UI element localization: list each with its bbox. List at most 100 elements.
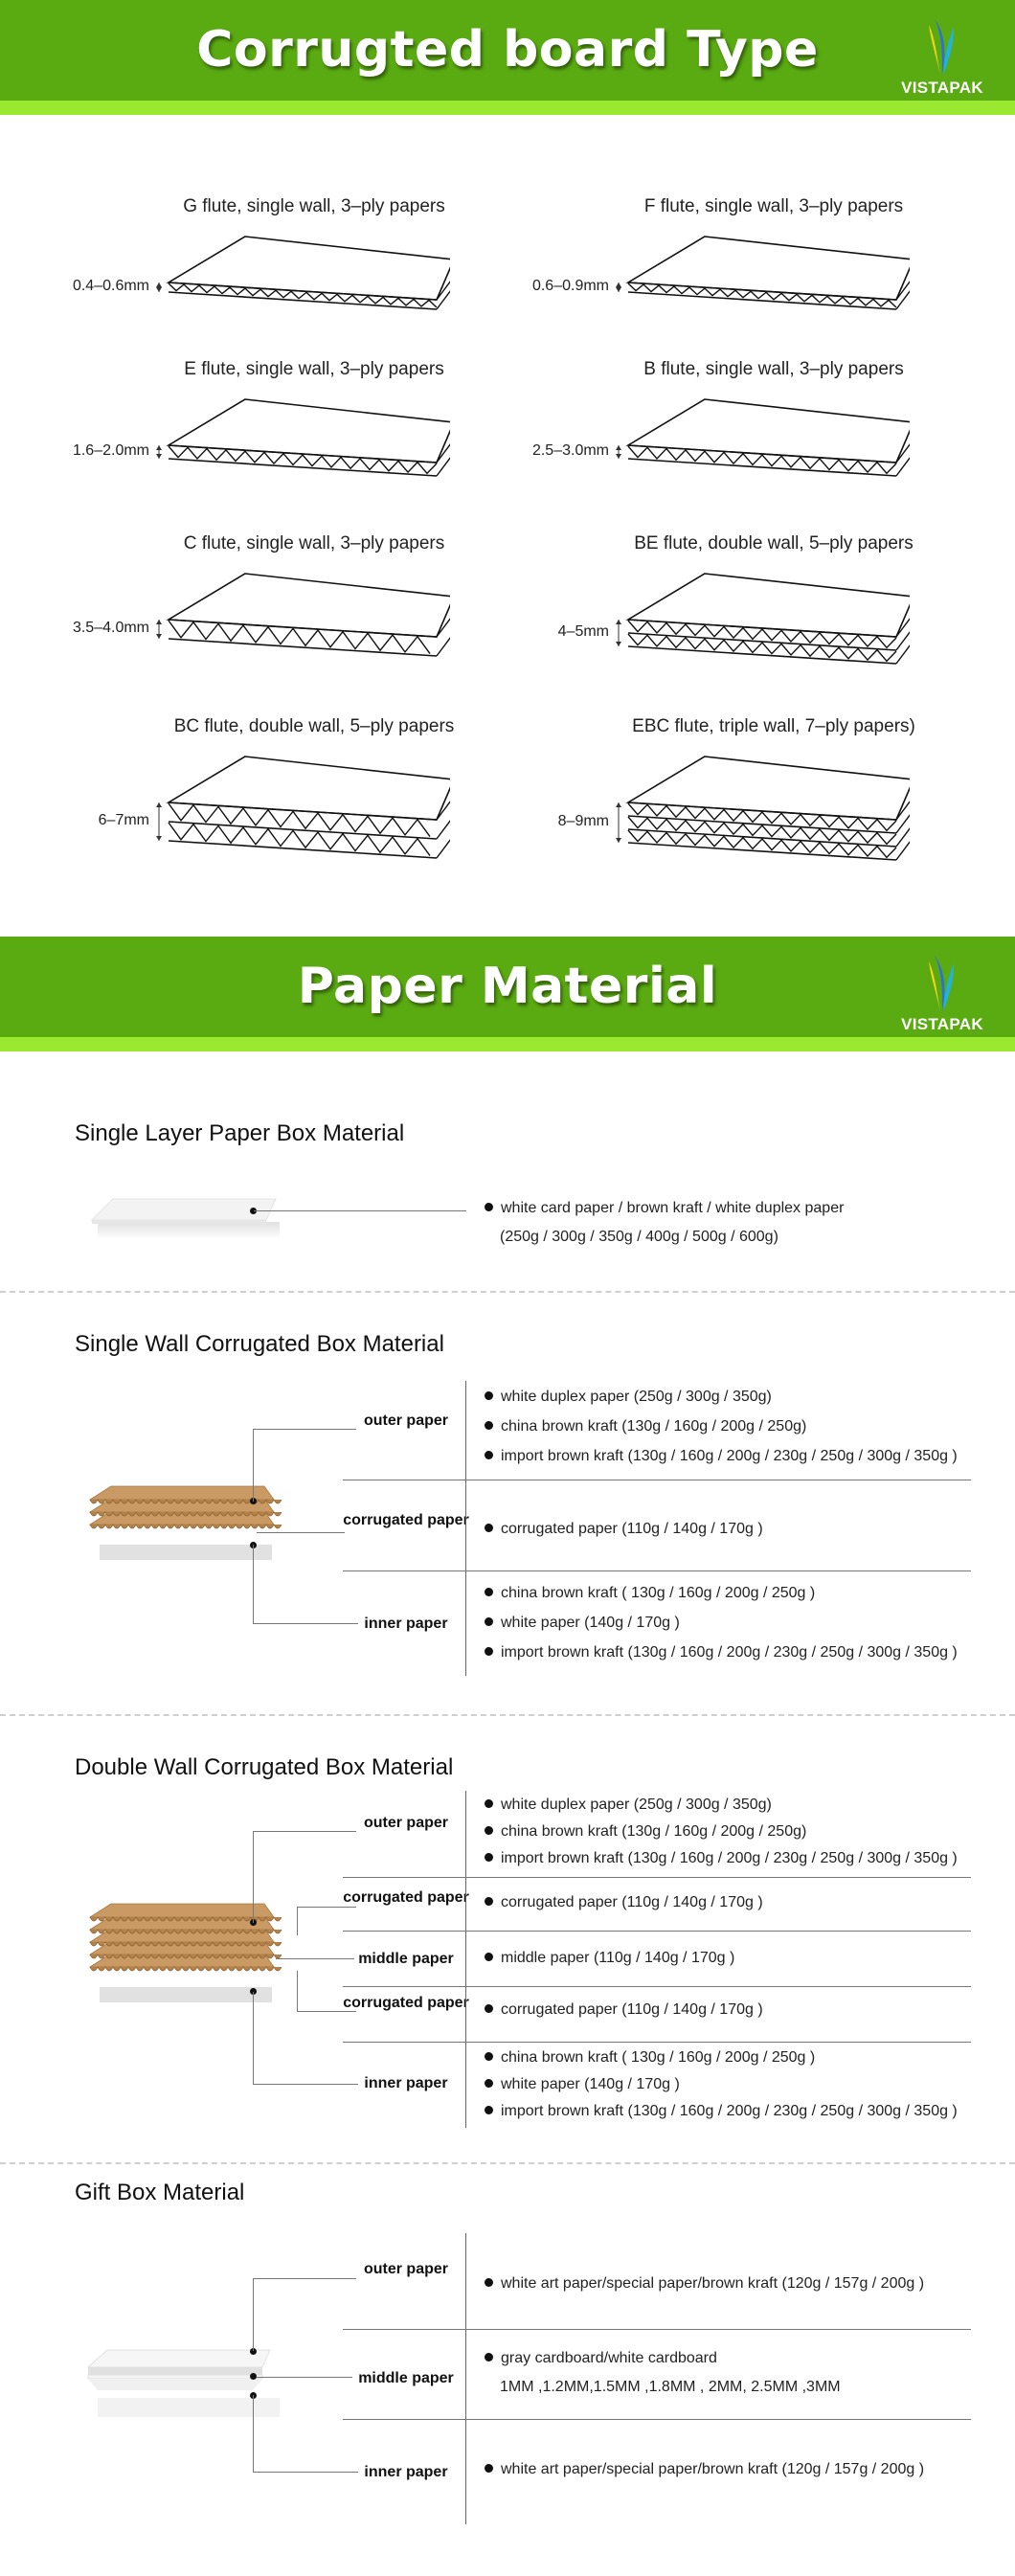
flute-board-drawing: [616, 398, 910, 477]
flute-label: F flute, single wall, 3–ply papers: [643, 196, 904, 216]
flute-thickness: 2.5–3.0mm: [531, 442, 609, 459]
flute-label: BC flute, double wall, 5–ply papers: [173, 716, 455, 736]
vistapak-logo-icon: [929, 19, 954, 75]
material-bullet: china brown kraft (130g / 160g / 200g / …: [485, 1823, 806, 1841]
table-vertical-line: [465, 1791, 466, 2128]
corrugated-paper-label: corrugated paper: [343, 1889, 469, 1906]
banner-stripe: [0, 1037, 1015, 1051]
table-row-line: [343, 1931, 971, 1932]
layer-dot: [250, 1208, 257, 1214]
material-bullet: corrugated paper (110g / 140g / 170g ): [485, 1521, 763, 1538]
table-row-line: [343, 1877, 971, 1878]
middle-paper-label: middle paper: [358, 2370, 454, 2386]
flute-thickness: 3.5–4.0mm: [72, 620, 149, 636]
header-banner-paper: Paper Material VISTAPAK: [0, 937, 1015, 1051]
table-vertical-line: [465, 2233, 466, 2524]
vistapak-logo-icon: [929, 956, 954, 1011]
leader-line: [253, 2395, 254, 2472]
corrugated-paper-label: corrugated paper: [343, 1995, 469, 2011]
leader-line: [253, 1992, 254, 2084]
table-row-line: [343, 1570, 971, 1571]
leader-line: [253, 2278, 254, 2351]
flute-board-drawing: [156, 398, 450, 477]
outer-paper-label: outer paper: [363, 2261, 448, 2277]
layer-dot: [250, 2373, 257, 2380]
flute-thickness: 0.6–0.9mm: [531, 278, 609, 294]
material-bullet: import brown kraft (130g / 160g / 200g /…: [485, 1448, 958, 1465]
middle-sizes: 1MM ,1.2MM,1.5MM ,1.8MM , 2MM, 2.5MM ,3M…: [500, 2379, 841, 2395]
material-bullet: white art paper/special paper/brown kraf…: [485, 2275, 924, 2293]
flute-label: E flute, single wall, 3–ply papers: [184, 359, 444, 379]
flute-thickness: 6–7mm: [98, 812, 149, 828]
leader-line: [297, 1907, 298, 1935]
white-board-image: [90, 1198, 280, 1239]
leader-line: [297, 1971, 298, 2011]
single-layer-title: Single Layer Paper Box Material: [75, 1120, 405, 1146]
single-wall-board-image: [88, 1485, 282, 1560]
flute-label: G flute, single wall, 3–ply papers: [183, 196, 445, 216]
single-layer-weights: (250g / 300g / 350g / 400g / 500g / 600g…: [500, 1229, 778, 1245]
material-bullet: import brown kraft (130g / 160g / 200g /…: [485, 1644, 958, 1661]
material-bullet: middle paper (110g / 140g / 170g ): [485, 1950, 734, 1967]
material-bullet: white art paper/special paper/brown kraf…: [485, 2461, 924, 2478]
flute-label: EBC flute, triple wall, 7–ply papers): [632, 716, 915, 736]
flute-label: BE flute, double wall, 5–ply papers: [634, 533, 914, 554]
gift-board-image: [86, 2349, 280, 2417]
leader-line: [257, 2377, 352, 2378]
material-bullet: white paper (140g / 170g ): [485, 2076, 680, 2093]
leader-line: [253, 1831, 254, 1923]
flute-thickness: 0.4–0.6mm: [72, 278, 149, 294]
table-row-line: [343, 2042, 971, 2043]
table-row-line: [343, 1986, 971, 1987]
banner-title: Corrugted board Type: [196, 21, 819, 79]
material-bullet: import brown kraft (130g / 160g / 200g /…: [485, 2103, 958, 2120]
double-wall-title: Double Wall Corrugated Box Material: [75, 1754, 454, 1780]
material-bullet: white paper (140g / 170g ): [485, 1615, 680, 1632]
single-layer-materials: white card paper / brown kraft / white d…: [485, 1200, 844, 1217]
material-bullet: corrugated paper (110g / 140g / 170g ): [485, 2001, 763, 2019]
leader-line: [276, 1958, 354, 1959]
logo-text: VISTAPAK: [901, 79, 983, 97]
material-bullet: corrugated paper (110g / 140g / 170g ): [485, 1894, 763, 1911]
flute-thickness: 4–5mm: [557, 623, 609, 640]
material-bullet: gray cardboard/white cardboard: [485, 2350, 717, 2367]
flute-board-drawing: [156, 756, 450, 859]
table-vertical-line: [465, 1381, 466, 1676]
leader-line: [253, 2084, 358, 2085]
section-divider: [0, 1714, 1015, 1716]
section-divider: [0, 1291, 1015, 1293]
flute-board-drawing: [616, 236, 910, 310]
flute-board-drawing: [156, 236, 450, 310]
flute-board-drawing: [616, 573, 910, 665]
layer-dot: [250, 2348, 257, 2355]
single-wall-title: Single Wall Corrugated Box Material: [75, 1331, 444, 1357]
leader-line: [253, 1429, 356, 1430]
leader-line: [253, 2472, 358, 2473]
flute-label: B flute, single wall, 3–ply papers: [643, 359, 904, 379]
material-bullet: white duplex paper (250g / 300g / 350g): [485, 1389, 772, 1406]
leader-line: [257, 1532, 345, 1533]
section-divider: [0, 2162, 1015, 2164]
material-bullet: china brown kraft (130g / 160g / 200g / …: [485, 1418, 806, 1435]
leader-line: [297, 2011, 356, 2012]
flute-thickness: 8–9mm: [557, 813, 609, 829]
table-row-line: [343, 2419, 971, 2420]
material-bullet: china brown kraft ( 130g / 160g / 200g /…: [485, 2049, 815, 2067]
leader-line: [253, 1429, 254, 1502]
inner-paper-label: inner paper: [364, 2075, 448, 2091]
outer-paper-label: outer paper: [363, 1412, 448, 1429]
double-wall-board-image: [88, 1903, 282, 2002]
leader-line: [297, 1907, 356, 1908]
header-banner-corrugated: Corrugted board Type VISTAPAK: [0, 0, 1015, 115]
flute-label: C flute, single wall, 3–ply papers: [183, 533, 445, 554]
flute-thickness: 1.6–2.0mm: [72, 442, 149, 459]
logo-text: VISTAPAK: [901, 1015, 983, 1033]
layer-dot: [250, 1988, 257, 1995]
banner-stripe: [0, 101, 1015, 115]
material-bullet: import brown kraft (130g / 160g / 200g /…: [485, 1850, 958, 1867]
leader-line: [253, 1623, 358, 1624]
vistapak-logo: VISTAPAK: [894, 17, 990, 98]
vistapak-logo: VISTAPAK: [894, 954, 990, 1034]
material-bullet: white duplex paper (250g / 300g / 350g): [485, 1796, 772, 1814]
leader-line: [253, 1545, 254, 1623]
